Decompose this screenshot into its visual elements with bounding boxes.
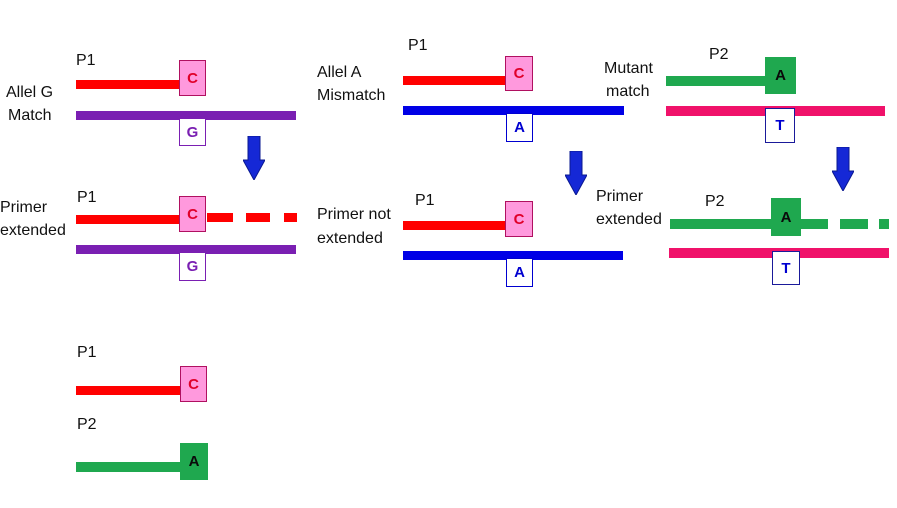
primer-base-box-c: C xyxy=(179,196,206,232)
p2-label: P2 xyxy=(709,46,729,63)
legend-p1-base-box: C xyxy=(180,366,207,402)
primer-strand-red-extended xyxy=(76,215,180,224)
match-label: Match xyxy=(8,105,52,127)
primer-strand-green xyxy=(666,76,766,86)
template-base-box-a: A xyxy=(506,258,533,287)
primer-base-box-a: A xyxy=(765,57,796,94)
p1-label: P1 xyxy=(76,52,96,69)
primer-extended-line1: Primer xyxy=(596,188,644,205)
extension-dash xyxy=(284,213,297,222)
allele-a-line1: Allel A xyxy=(317,64,362,81)
primer-extended-line2: extended xyxy=(596,211,662,228)
template-strand-purple xyxy=(76,245,296,254)
match-line2: match xyxy=(606,83,650,100)
primer-strand-red xyxy=(403,76,506,85)
allele-g-line1: Allel G xyxy=(6,84,54,101)
extension-dash xyxy=(879,219,889,229)
extension-dash xyxy=(207,213,233,222)
p1-label: P1 xyxy=(408,37,428,54)
primer-base-box-c: C xyxy=(179,60,206,96)
down-arrow-icon xyxy=(832,147,854,191)
template-base-box-g: G xyxy=(179,118,206,146)
primer-not-extended-line1: Primer not xyxy=(317,206,391,223)
down-arrow-icon xyxy=(565,151,587,195)
template-base-box-t: T xyxy=(772,251,800,285)
template-base-box-g: G xyxy=(179,252,206,281)
primer-base-box-c: C xyxy=(505,56,533,91)
primer-strand-green-extended xyxy=(670,219,772,229)
template-strand-blue xyxy=(403,251,623,260)
match-line2: Match xyxy=(8,107,52,124)
p2-result-label: P2 xyxy=(705,193,725,210)
legend-p2-label: P2 xyxy=(77,416,97,433)
allele-g-label: Allel G xyxy=(6,82,53,104)
primer-strand-red xyxy=(76,80,180,89)
template-strand-purple xyxy=(76,111,296,120)
primer-not-extended-line2: extended xyxy=(317,230,383,247)
p1-result-label: P1 xyxy=(415,192,435,209)
legend-p2-base-box: A xyxy=(180,443,208,480)
primer-extended-line2: extended xyxy=(0,222,66,239)
template-strand-blue xyxy=(403,106,624,115)
p1-result-label: P1 xyxy=(77,189,97,206)
down-arrow-icon xyxy=(243,136,265,180)
legend-p2-strand xyxy=(76,462,181,472)
mutant-line1: Mutant xyxy=(604,60,653,77)
primer-base-box-c: C xyxy=(505,201,533,237)
extension-dash xyxy=(246,213,270,222)
primer-extended-line1: Primer xyxy=(0,199,48,216)
primer-base-box-a: A xyxy=(771,198,801,236)
legend-p1-label: P1 xyxy=(77,344,97,361)
legend-p1-strand xyxy=(76,386,180,395)
primer-strand-red xyxy=(403,221,506,230)
mismatch-line2: Mismatch xyxy=(317,87,386,104)
template-base-box-t: T xyxy=(765,108,795,143)
template-base-box-a: A xyxy=(506,113,533,142)
extension-dash xyxy=(801,219,828,229)
extension-dash xyxy=(840,219,868,229)
